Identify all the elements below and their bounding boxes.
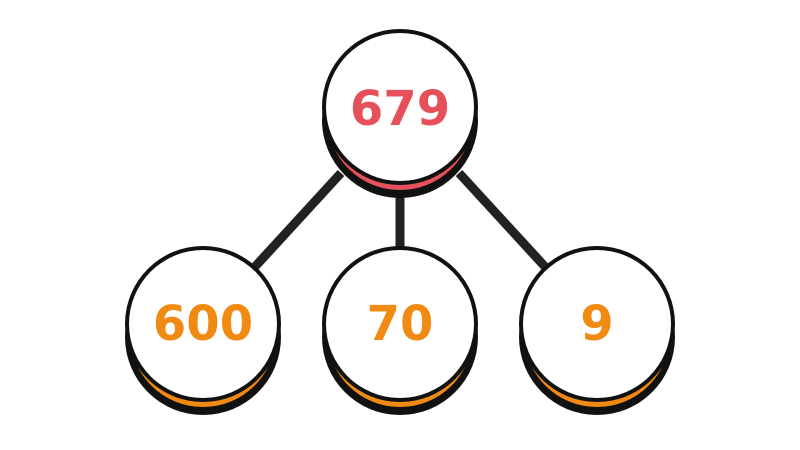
connector-left: [248, 169, 345, 274]
part-node-tens: 70: [322, 246, 478, 415]
part-node-inner: [129, 250, 277, 398]
part-node-inner: [326, 250, 474, 398]
part-value-tens: 70: [367, 296, 434, 352]
whole-node-inner: [326, 33, 474, 181]
part-node-hundreds: 600: [125, 246, 281, 415]
part-node-ones: 9: [519, 246, 675, 415]
whole-node: 679: [322, 29, 478, 198]
part-value-ones: 9: [580, 296, 613, 352]
part-value-hundreds: 600: [153, 296, 253, 352]
part-node-inner: [523, 250, 671, 398]
connector-right: [455, 169, 552, 274]
whole-value: 679: [350, 81, 450, 137]
